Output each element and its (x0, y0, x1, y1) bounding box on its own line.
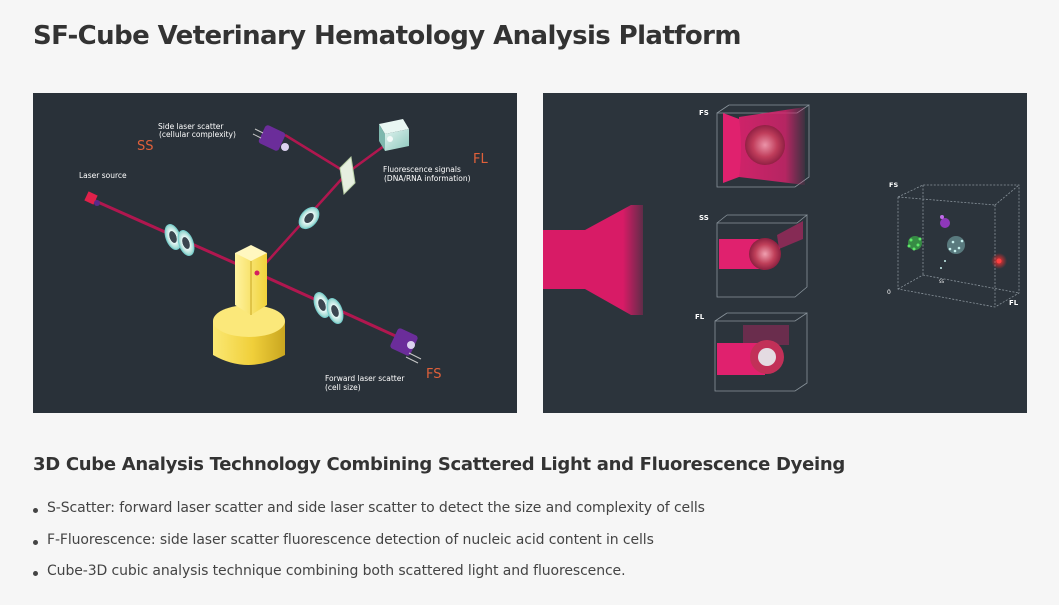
bullet-icon (33, 571, 38, 576)
fluorescence-detector-icon (379, 119, 409, 151)
section-title: 3D Cube Analysis Technology Combining Sc… (33, 454, 845, 475)
purple-cluster (940, 215, 950, 228)
plot-fl-axis-label: FL (1009, 299, 1019, 307)
list-item: Cube-3D cubic analysis technique combini… (33, 563, 705, 595)
laser-beam (543, 205, 643, 315)
list-item-text: Cube-3D cubic analysis technique combini… (47, 563, 626, 579)
fs-cube (716, 104, 810, 188)
forward-scatter-sublabel: (cell size) (325, 383, 361, 392)
side-scatter-sublabel: (cellular complexity) (159, 130, 236, 139)
page-title: SF-Cube Veterinary Hematology Analysis P… (33, 21, 741, 51)
forward-scatter-label: Forward laser scatter (325, 374, 405, 383)
fl-label: FL (695, 313, 705, 321)
laser-source-label: Laser source (79, 171, 127, 180)
red-cluster (991, 253, 1007, 269)
forward-scatter-detector-icon (390, 328, 422, 364)
ss-cube (716, 214, 808, 298)
list-item: S-Scatter: forward laser scatter and sid… (33, 500, 705, 532)
ss-label: SS (699, 214, 709, 222)
green-cluster (907, 236, 922, 251)
plot-fs-axis-label: FS (889, 181, 898, 189)
mirror-icon (339, 155, 356, 196)
list-item: F-Fluorescence: side laser scatter fluor… (33, 532, 705, 564)
optical-diagram-image: Side laser scatter (cellular complexity)… (33, 93, 517, 413)
feature-list: S-Scatter: forward laser scatter and sid… (33, 500, 705, 595)
list-item-text: S-Scatter: forward laser scatter and sid… (47, 500, 705, 516)
fs-label: FS (699, 109, 709, 117)
list-item-text: F-Fluorescence: side laser scatter fluor… (47, 531, 654, 548)
plot-origin-label: 0 (887, 289, 891, 296)
fluorescence-label: Fluorescence signals (383, 165, 461, 174)
side-scatter-label: Side laser scatter (158, 122, 224, 131)
fl-cube (714, 312, 808, 392)
cube-analysis-image: FS SS FL (543, 93, 1027, 413)
fs-label: FS (426, 367, 442, 382)
bullet-icon (33, 508, 38, 513)
side-scatter-detector-icon (252, 125, 289, 151)
laser-source-icon (84, 191, 100, 206)
lens-icon (164, 206, 344, 324)
fluorescence-sublabel: (DNA/RNA information) (384, 174, 471, 183)
scatter-cube-plot (897, 184, 1020, 308)
flow-cell-icon (213, 245, 285, 365)
cyan-cluster (940, 236, 965, 269)
ss-label: SS (137, 139, 154, 154)
fl-label: FL (473, 152, 488, 167)
bullet-icon (33, 539, 38, 545)
plot-ss-axis-label: SS (939, 279, 945, 284)
